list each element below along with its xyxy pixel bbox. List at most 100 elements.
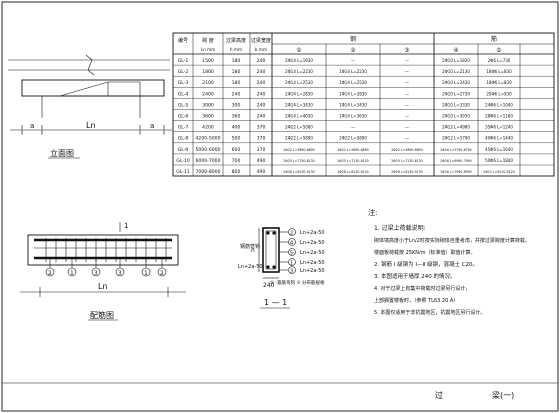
table-header-2: 过梁高度 — [226, 37, 246, 44]
note-3: 3. 本图适用于墙厚 240 的情况。 — [374, 272, 456, 280]
section-leader-1: Ln+2a-50 — [300, 230, 325, 236]
section-stirrup-note: ⑤ -箍筋弯钩 ⑤ 分布筋规格 — [270, 279, 325, 286]
table-cell-r9-c2: 700 — [232, 158, 241, 164]
table-cell-r2-c2: 180 — [232, 80, 241, 86]
table-cell-r9-c5: 2Φ25 L=7130-8130 — [337, 159, 368, 163]
table-cell-r2-c6: — — [405, 80, 409, 85]
note-5: 5. 本图仅适用于非抗震地区，抗震地区另行设计。 — [374, 309, 485, 316]
table-cell-r3-c2: 240 — [232, 91, 241, 97]
table-cell-r6-c7: 2Φ12 L=4980 — [442, 125, 470, 130]
table-cell-r10-c6: 2Φ28 L=8130-9130 — [391, 170, 422, 174]
table-cell-r6-c5: — — [351, 125, 355, 130]
table-cell-r7-c3: 370 — [257, 136, 266, 142]
table-cell-r4-c0: GL-5 — [178, 102, 189, 108]
table-cell-r1-c2: 180 — [232, 69, 241, 75]
table-cell-r8-c6: 2Φ22 L=5890-6890 — [391, 148, 422, 152]
section-dim-240: 240 — [263, 282, 275, 289]
table-cell-r2-c7: 2Φ10 L=2430 — [442, 80, 470, 85]
table-cell-r3-c5: 1Φ14 L=2830 — [339, 91, 367, 96]
table-cell-r10-c4: 2Φ28 L=8130-9130 — [283, 170, 314, 174]
table-cell-r2-c4: 2Φ14 L=2530 — [285, 80, 313, 85]
table-cell-r0-c0: GL-1 — [178, 58, 189, 64]
table-cell-r7-c7: 2Φ12 L=5790 — [442, 136, 470, 141]
table-cell-r5-c6: — — [405, 114, 409, 119]
table-cell-r2-c8: 18Φ6 L=830 — [486, 80, 512, 85]
table-cell-r3-c1: 2400 — [202, 91, 214, 97]
section-callouts: 2 4 5 1 3 Ln+2a-50 Ln+2a-50 Ln+2a-50 Ln+… — [279, 228, 325, 275]
design-notes: 注: 1. 过梁上荷载说明: 砌体墙高度小于Ln/2时按实际砌体自重考虑，并按过… — [368, 208, 530, 316]
bar-callout-3: 3 — [94, 270, 98, 277]
table-cell-r0-c2: 180 — [232, 58, 241, 64]
section-dim-h: h — [251, 247, 255, 254]
note-1: 1. 过梁上荷载说明: — [374, 224, 426, 232]
table-cell-r1-c8: 18Φ6 L=830 — [486, 69, 512, 74]
table-cell-r8-c2: 600 — [232, 147, 241, 153]
table-barcol-2: ③ — [404, 47, 409, 54]
section-callout-4: 4 — [290, 241, 293, 247]
table-cell-r9-c7: 2Φ16 L=6990-7990 — [440, 159, 471, 163]
table-cell-r9-c8: 50Φ6 L=1840 — [485, 158, 513, 163]
elevation-view: a Ln a 立面图 — [8, 54, 172, 159]
table-cell-r1-c0: GL-2 — [178, 69, 189, 75]
table-cell-r0-c8: 2Φ6 L=730 — [488, 58, 511, 63]
table-header-0: 编号 — [178, 37, 188, 44]
table-cell-r2-c5: 1Φ14 L=2530 — [339, 80, 367, 85]
table-cell-r5-c4: 2Φ14 L=4030 — [285, 114, 313, 119]
reinforcement-view: 1 — [20, 222, 186, 321]
table-cell-r10-c7: 2Φ16 L=7990-8990 — [440, 170, 471, 174]
table-cell-r8-c7: 2Φ16 L=5790-6790 — [440, 148, 471, 152]
reinforcement-title: 配筋图 — [90, 310, 114, 320]
bar-callout-1: 2 — [48, 270, 52, 277]
table-cell-r1-c1: 1800 — [202, 69, 214, 75]
table-cell-r0-c5: — — [351, 58, 355, 63]
table-barcol-3: ④ — [453, 47, 458, 54]
table-cell-r3-c6: — — [405, 91, 409, 96]
table-cell-r10-c0: GL-11 — [176, 169, 190, 175]
elevation-support-a-left: a — [30, 122, 34, 130]
table-cell-r9-c0: GL-10 — [176, 158, 190, 164]
table-cell-r0-c4: 2Φ14 L=1930 — [285, 58, 313, 63]
section-callout-3: 3 — [290, 269, 293, 275]
note-2: 2. 钢筋 Ⅰ 级钢为 Ⅰ—Ⅱ 级钢，混凝土 C20。 — [374, 260, 478, 268]
section-leader-4: Ln+2a-50 — [300, 260, 325, 266]
table-cell-r3-c3: 240 — [257, 91, 266, 97]
reinforcement-section-tag: 1 — [124, 222, 128, 230]
table-cell-r0-c1: 1500 — [202, 58, 214, 64]
table-cell-r4-c4: 2Φ14 L=3430 — [285, 102, 313, 107]
table-cell-r0-c7: 2Φ10 L=1830 — [442, 58, 470, 63]
table-cell-r6-c6: — — [405, 125, 409, 130]
table-cell-r8-c4: 2Φ22 L=5890-6890 — [283, 148, 314, 152]
bar-callout-5: 1 — [144, 270, 148, 277]
table-cell-r7-c8: 40Φ6 L=1440 — [485, 136, 513, 141]
table-cell-r5-c0: GL-6 — [178, 114, 189, 120]
table-cell-r0-c6: — — [405, 58, 409, 63]
table-cell-r4-c3: 240 — [257, 102, 266, 108]
section-view: 钢筋弯钩 Ln+2a-50 h 240 2 4 5 1 3 Ln+2a-5 — [238, 227, 325, 309]
table-cell-r10-c2: 800 — [232, 169, 241, 175]
table-cell-r1-c5: 1Φ14 L=2230 — [339, 69, 367, 74]
table-cell-r6-c0: GL-7 — [178, 125, 189, 131]
table-cell-r8-c0: GL-9 — [178, 147, 189, 153]
title-left: 过 — [435, 390, 443, 400]
table-header-3: 过梁宽度 — [251, 37, 271, 44]
table-cell-r9-c1: 6000-7000 — [195, 158, 220, 164]
elevation-title: 立面图 — [50, 148, 74, 158]
table-header-bars: 筋 — [491, 35, 497, 43]
table-cell-r6-c8: 35Φ6 L=1240 — [485, 125, 513, 130]
note-1b: 楼面板荷载按 25KN/m（标准值）取值计算。 — [374, 249, 476, 256]
bar-callout-6: 2 — [160, 270, 164, 277]
table-cell-r5-c2: 360 — [232, 114, 241, 120]
elevation-support-a-right: a — [150, 122, 154, 130]
stirrups — [45, 238, 167, 262]
note-4a: 上部搁置楼板时，（参照 TL63 20 A） — [374, 297, 458, 304]
table-cell-r5-c1: 3600 — [202, 114, 214, 120]
table-cell-r3-c8: 20Φ6 L=930 — [486, 91, 512, 96]
table-cell-r5-c5: 1Φ14 L=3630 — [339, 114, 367, 119]
table-unit-3: b mm — [255, 47, 267, 52]
table-header-steel: 钢 — [350, 35, 356, 43]
table-barcol-4: ⑤ — [496, 47, 501, 54]
table-cell-r5-c3: 240 — [257, 114, 266, 120]
table-cell-r4-c1: 3000 — [202, 102, 214, 108]
